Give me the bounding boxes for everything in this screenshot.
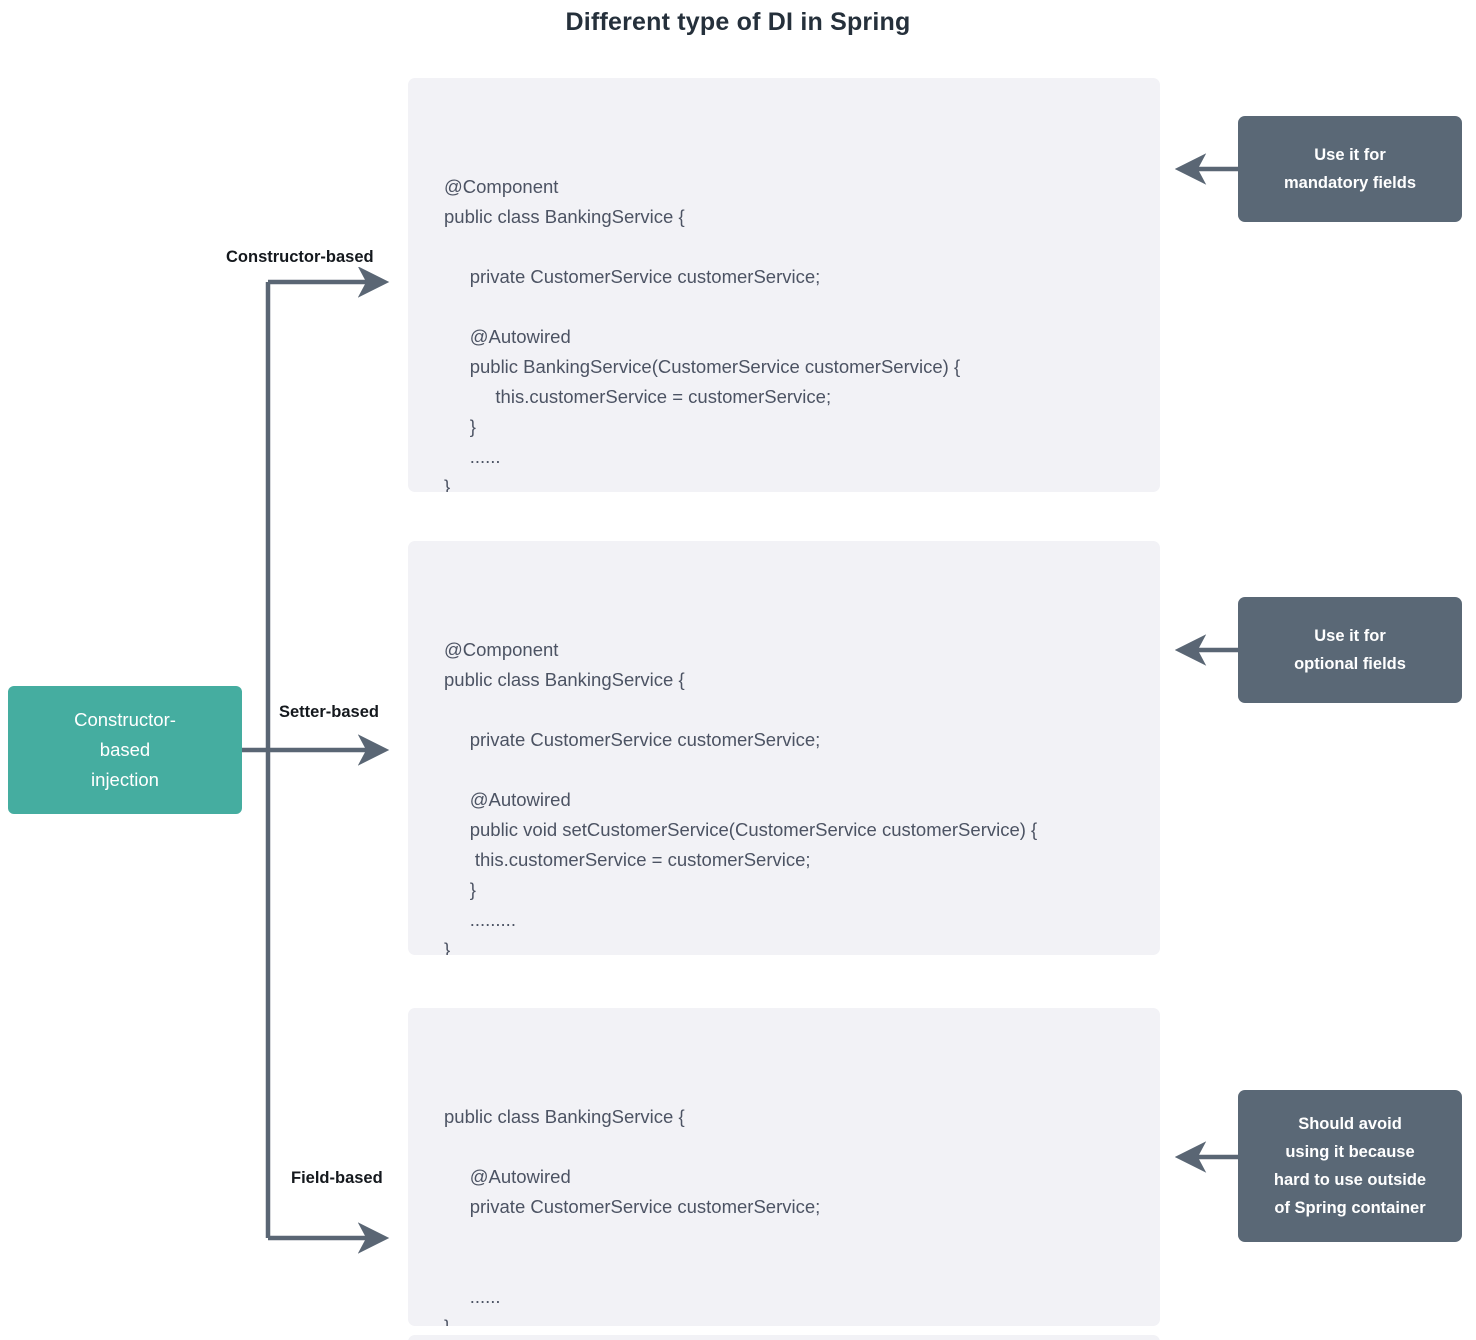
note-label: Use it for mandatory fields	[1283, 146, 1417, 192]
node-constructor-based-injection[interactable]: Constructor- based injection	[8, 686, 242, 814]
code-panel-field-injection: public class BankingService { @Autowired…	[408, 1008, 1160, 1326]
code-text-setter: @Component public class BankingService {…	[444, 639, 1038, 955]
code-panel-constructor-injection: @Component public class BankingService {…	[408, 78, 1160, 492]
edge-trunk	[242, 282, 271, 1238]
edge-label-field-based: Field-based	[289, 1169, 385, 1188]
node-label: Constructor- based injection	[74, 709, 176, 790]
code-panel-setter-injection: @Component public class BankingService {…	[408, 541, 1160, 955]
note-label: Use it for optional fields	[1294, 627, 1406, 673]
note-avoid-field-injection[interactable]: Should avoid using it because hard to us…	[1238, 1090, 1462, 1242]
code-panel-partial-offscreen	[408, 1335, 1160, 1340]
edge-label-setter-based: Setter-based	[277, 703, 381, 722]
edge-label-constructor-based: Constructor-based	[224, 248, 376, 267]
note-optional-fields[interactable]: Use it for optional fields	[1238, 597, 1462, 703]
page-title: Different type of DI in Spring	[565, 8, 911, 36]
code-text-constructor: @Component public class BankingService {…	[444, 176, 961, 492]
code-text-field: public class BankingService { @Autowired…	[444, 1106, 821, 1326]
note-label: Should avoid using it because hard to us…	[1273, 1115, 1427, 1217]
note-mandatory-fields[interactable]: Use it for mandatory fields	[1238, 116, 1462, 222]
